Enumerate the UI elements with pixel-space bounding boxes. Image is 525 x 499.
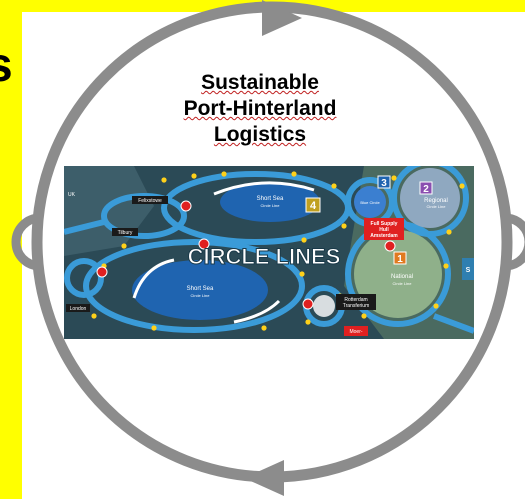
label-short-sea-bottom-sub: Circle Line — [191, 293, 211, 298]
line-badge-1 — [393, 251, 407, 265]
line-badge-4-label: 4 — [310, 200, 317, 212]
disc-regional — [400, 168, 460, 228]
station — [121, 243, 127, 249]
label-felixstowe: Felixstowe — [138, 198, 162, 204]
circle-lines-banner: CIRCLE LINES — [188, 244, 341, 269]
line-badge-2-label: 2 — [423, 184, 429, 195]
line-badge-3-label: 3 — [381, 178, 387, 189]
label-full-supply: Full Supply — [371, 221, 398, 227]
track-link-bottom — [432, 313, 474, 334]
label-short-sea-top-sub: Circle Line — [261, 203, 281, 208]
title-line-2: Port-Hinterland — [183, 97, 337, 120]
label-full-supply-2: Hull — [379, 227, 389, 233]
flow-arrow-top — [213, 181, 315, 196]
connector-right — [504, 213, 525, 271]
station — [341, 223, 347, 229]
interchange-hub — [180, 200, 192, 212]
title-line-3: Logistics — [213, 123, 307, 146]
station — [261, 325, 267, 331]
station — [446, 229, 452, 235]
station — [221, 171, 227, 177]
label-moerdijk: Moer- — [349, 329, 362, 335]
label-box-rotterdam — [336, 294, 376, 310]
cut-off-text-fragment: s — [0, 38, 13, 93]
label-box-london — [66, 304, 90, 312]
label-box-right-edge — [462, 258, 474, 280]
circle-lines-map-graphic: 4 3 2 1 Felixstowe Tilbury London UK Sho… — [64, 166, 474, 339]
station — [301, 237, 307, 243]
arrowhead-bottom — [244, 460, 284, 496]
station — [443, 263, 449, 269]
flow-arrow-bottom-left — [132, 258, 175, 299]
line-badge-3 — [377, 175, 391, 189]
label-rotterdam-2: Transferium — [343, 303, 370, 309]
label-regional: Regional — [424, 198, 448, 204]
station — [291, 171, 297, 177]
label-box-full-supply — [364, 218, 404, 240]
label-regional-sub: Circle Line — [427, 204, 447, 209]
label-box-tilbury — [112, 228, 138, 236]
interchange-hub — [302, 298, 314, 310]
station — [391, 175, 397, 181]
track-london — [64, 258, 104, 298]
flow-arrow-bottom-right — [233, 299, 281, 324]
track-link-left — [64, 219, 105, 235]
station — [305, 319, 311, 325]
interchange-hub — [384, 240, 396, 252]
label-national: National — [391, 274, 413, 280]
station — [161, 177, 167, 183]
station — [433, 303, 439, 309]
label-national-sub: Circle Line — [393, 281, 413, 286]
label-uk: UK — [68, 192, 76, 198]
label-short-sea-bottom: Short Sea — [187, 286, 214, 292]
label-box-felixstowe — [132, 196, 168, 204]
label-box-moerdijk — [344, 326, 368, 336]
disc-rotterdam — [313, 295, 335, 317]
circle-lines-map: 4 3 2 1 Felixstowe Tilbury London UK Sho… — [64, 166, 474, 339]
label-london: London — [70, 306, 87, 312]
label-rotterdam: Rotterdam — [344, 297, 367, 303]
yellow-side-band — [0, 0, 22, 499]
label-short-sea-top: Short Sea — [257, 196, 284, 202]
line-badge-2 — [419, 181, 433, 195]
label-tilbury: Tilbury — [118, 230, 133, 236]
disc-short-sea-bottom — [132, 260, 268, 320]
interchange-hub — [198, 238, 210, 250]
station — [299, 271, 305, 277]
interchanges — [96, 200, 396, 310]
station — [459, 183, 465, 189]
disc-blue-circle — [354, 186, 386, 218]
title-line-1: Sustainable — [201, 71, 319, 94]
station — [91, 313, 97, 319]
label-full-supply-3: Amsterdam — [370, 233, 398, 239]
station — [191, 173, 197, 179]
station — [361, 313, 367, 319]
connector-left — [11, 213, 41, 271]
disc-short-sea-top — [220, 182, 320, 222]
track-short-sea-bottom — [83, 239, 305, 333]
station — [151, 325, 157, 331]
arrowhead-top — [262, 0, 302, 36]
line-badge-4 — [305, 197, 321, 213]
label-right-edge: S — [466, 267, 471, 274]
station — [331, 183, 337, 189]
label-blue-circle: Blue Circle — [360, 200, 380, 205]
line-badge-1-label: 1 — [397, 254, 403, 265]
interchange-hub — [96, 266, 108, 278]
